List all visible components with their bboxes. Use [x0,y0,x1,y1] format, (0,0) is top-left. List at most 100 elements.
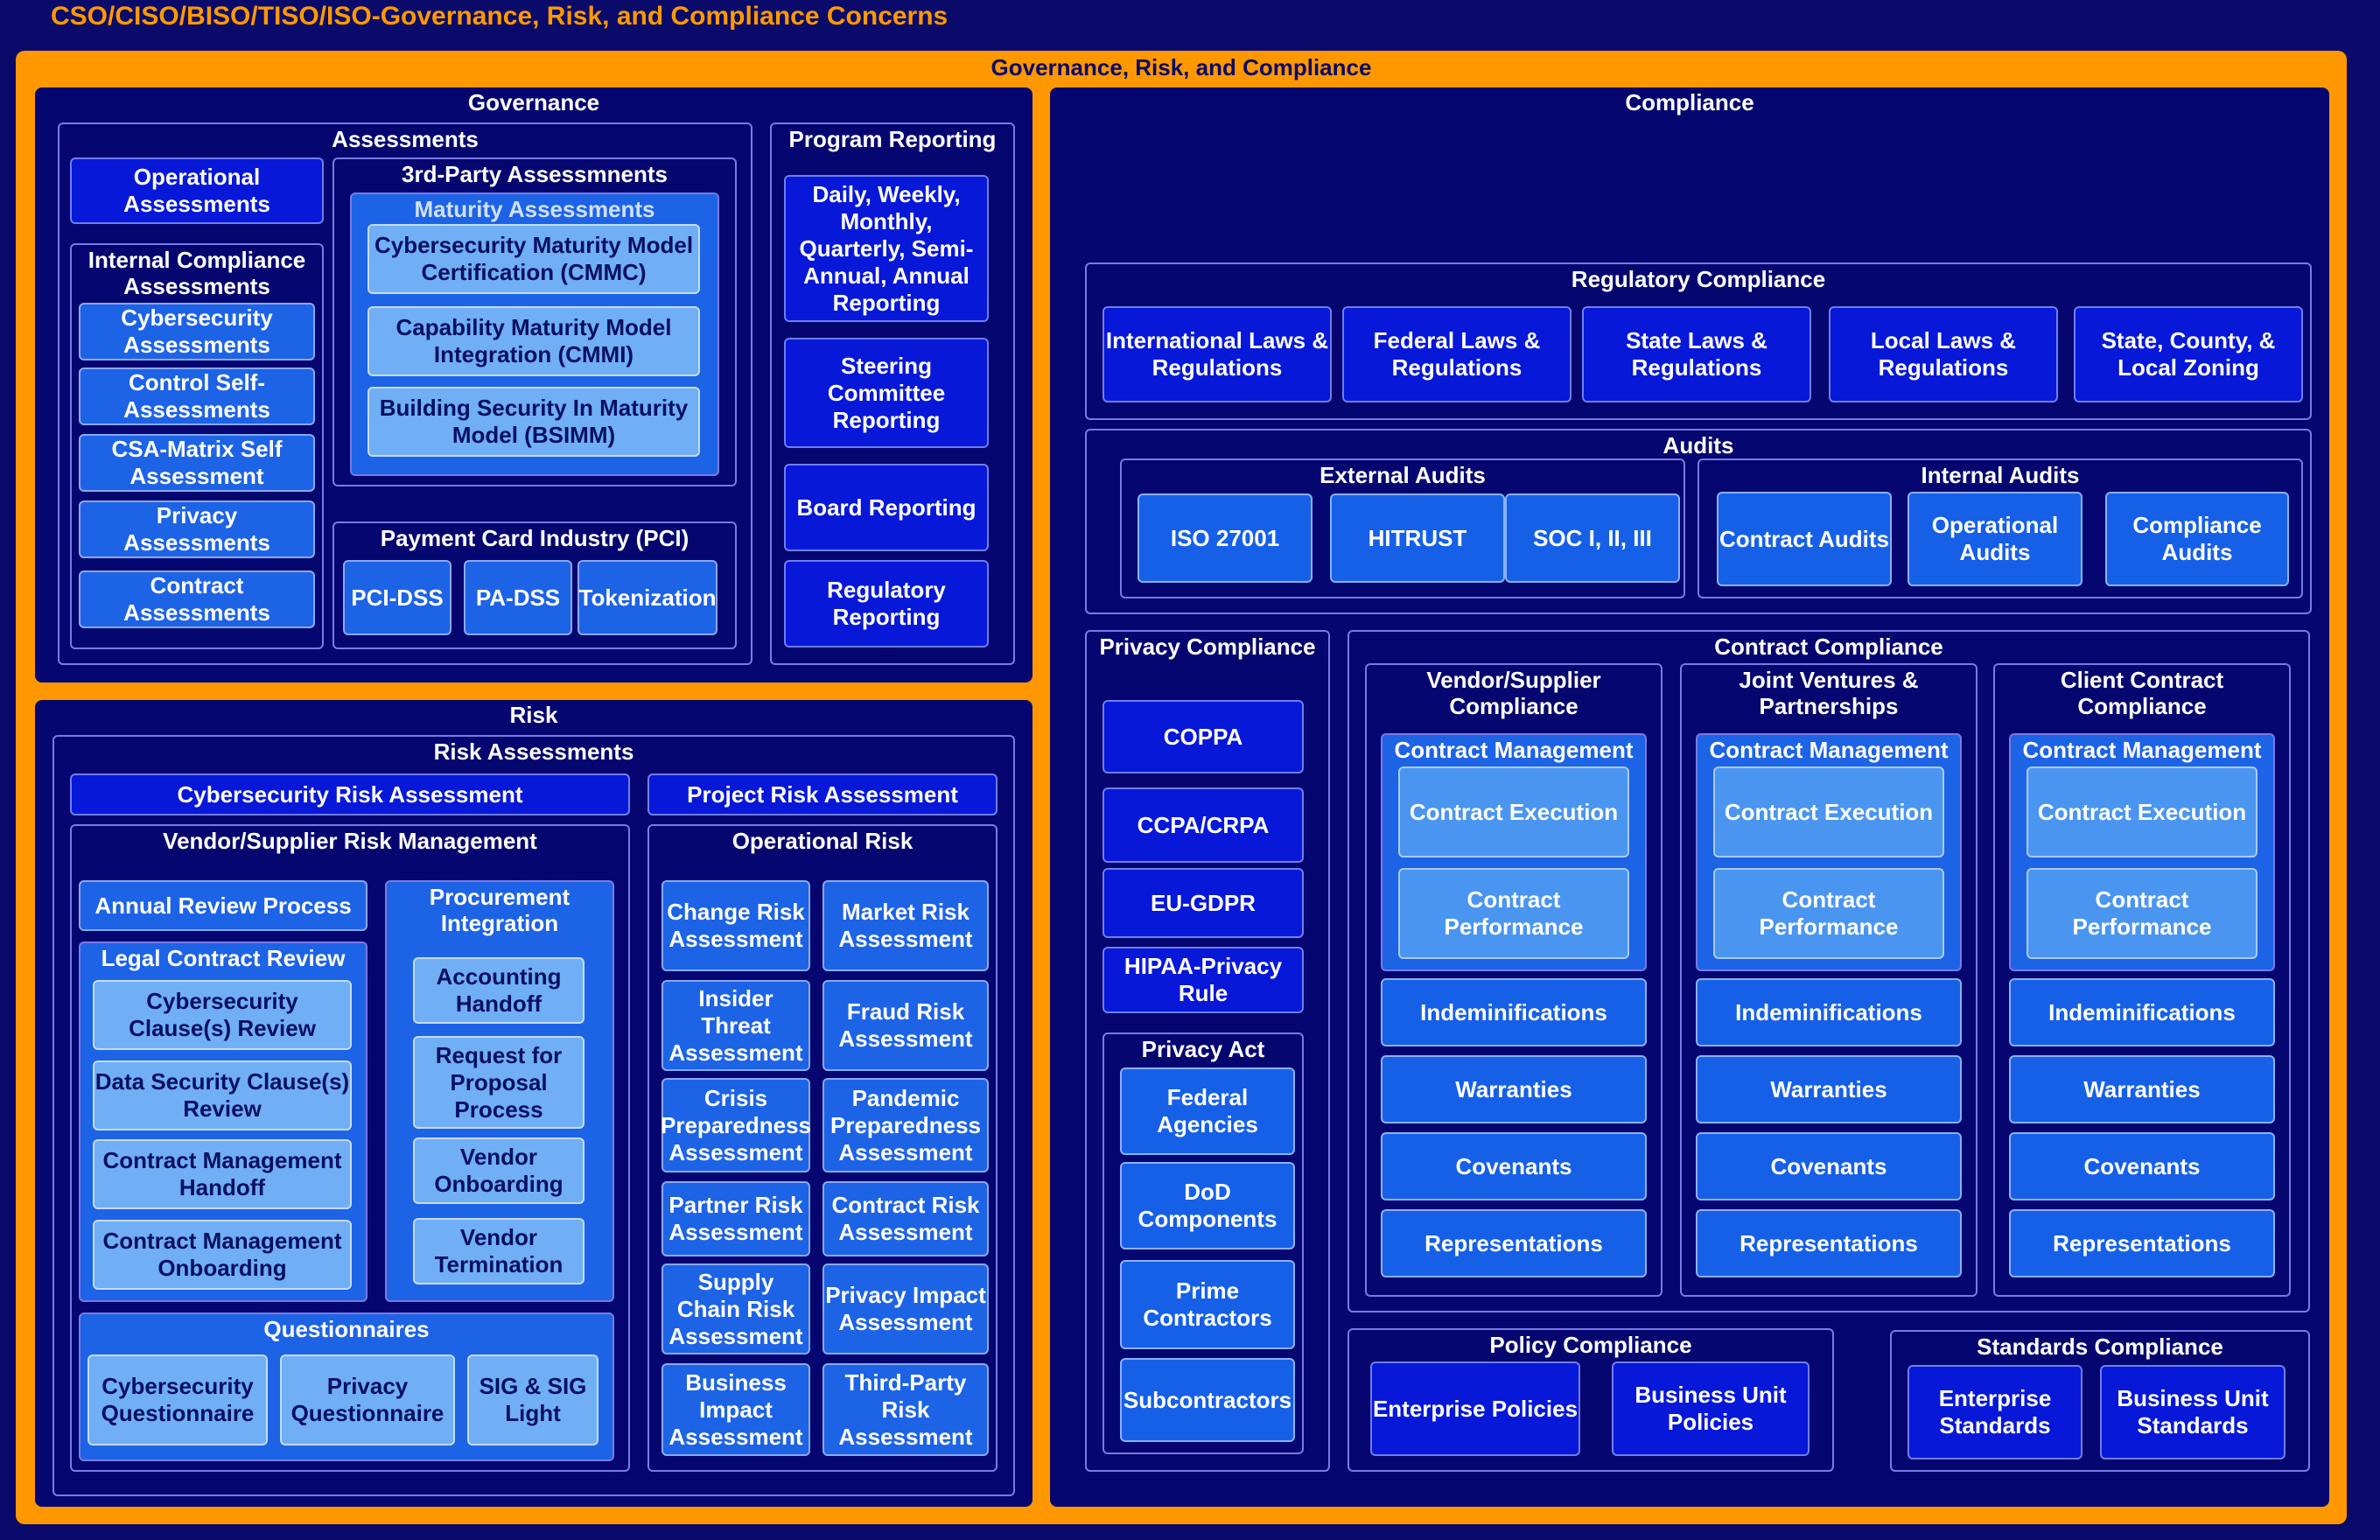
internal-audit-operational-audits[interactable]: Operational Audits [1908,492,2082,586]
external-audit-iso-27001[interactable]: ISO 27001 [1138,494,1312,583]
internal-item-cybersecurity-assessments[interactable]: Cybersecurity Assessments [79,303,315,360]
oprisk-right-contract-risk-assessment[interactable]: Contract Risk Assessment [822,1181,989,1256]
regulatory-federal-laws-regulations[interactable]: Federal Laws & Regulations [1342,306,1572,402]
procurement-item-vendor-termination[interactable]: Vendor Termination [413,1218,584,1284]
internal-audit-contract-audits[interactable]: Contract Audits [1717,492,1892,586]
procurement-item-request-for-proposal-process[interactable]: Request for Proposal Process [413,1036,584,1129]
pci-item-tokenization[interactable]: Tokenization [578,560,718,635]
reporting-item-regulatory-reporting[interactable]: Regulatory Reporting [784,560,989,648]
cyber-risk-assessment[interactable]: Cybersecurity Risk Assessment [70,774,630,816]
internal-item-control-self-assessments[interactable]: Control Self-Assessments [79,368,315,425]
privacy-act-subcontractors[interactable]: Subcontractors [1120,1358,1295,1442]
contract-item-covenants[interactable]: Covenants [2009,1132,2275,1200]
privacy-label: Privacy Compliance [1099,634,1316,660]
program-reporting-label: Program Reporting [788,126,997,152]
risk-assessments-label: Risk Assessments [433,738,634,765]
contract-management-label: Contract Management [1394,737,1634,763]
pci-item-pa-dss[interactable]: PA-DSS [464,560,572,635]
contract-item-warranties[interactable]: Warranties [1696,1055,1962,1124]
oprisk-right-pandemic-preparedness-assessment[interactable]: Pandemic Preparedness Assessment [822,1078,989,1172]
contract-column-label: Vendor/Supplier Compliance [1426,667,1601,719]
external-audit-soc-i-ii-iii[interactable]: SOC I, II, III [1505,494,1680,583]
procurement-item-vendor-onboarding[interactable]: Vendor Onboarding [413,1138,584,1204]
contract-mgmt-contract-performance[interactable]: Contract Performance [1713,868,1944,959]
external-audit-hitrust[interactable]: HITRUST [1330,494,1505,583]
oprisk-left-insider-threat-assessment[interactable]: Insider Threat Assessment [662,980,810,1071]
contract-item-warranties[interactable]: Warranties [2009,1055,2275,1124]
legal-item-data-security-clause-s-review[interactable]: Data Security Clause(s) Review [93,1060,352,1130]
oprisk-left-crisis-preparedness-assessment[interactable]: Crisis Preparedness Assessment [661,1078,811,1172]
contract-mgmt-contract-execution[interactable]: Contract Execution [1713,766,1944,858]
privacy-hipaa-privacy-rule[interactable]: HIPAA-Privacy Rule [1102,947,1304,1013]
reporting-item-board-reporting[interactable]: Board Reporting [784,464,989,551]
privacy-act-label: Privacy Act [1141,1036,1265,1062]
project-risk-assessment[interactable]: Project Risk Assessment [648,774,998,816]
standards-label: Standards Compliance [1977,1334,2223,1360]
regulatory-state-county-local-zoning[interactable]: State, County, & Local Zoning [2074,306,2303,402]
oprisk-left-business-impact-assessment[interactable]: Business Impact Assessment [662,1363,810,1456]
reporting-item-steering-committee-reporting[interactable]: Steering Committee Reporting [784,338,989,448]
oprisk-right-fraud-risk-assessment[interactable]: Fraud Risk Assessment [822,980,989,1071]
maturity-label: Maturity Assessments [414,196,655,222]
procurement-label: Procurement Integration [429,884,570,936]
regulatory-state-laws-regulations[interactable]: State Laws & Regulations [1582,306,1811,402]
contract-item-covenants[interactable]: Covenants [1381,1132,1647,1200]
internal-item-contract-assessments[interactable]: Contract Assessments [79,570,315,628]
privacy-act-federal-agencies[interactable]: Federal Agencies [1120,1068,1295,1155]
contract-mgmt-contract-performance[interactable]: Contract Performance [2026,868,2258,959]
operational-assessments[interactable]: Operational Assessments [70,158,324,224]
pci-item-pci-dss[interactable]: PCI-DSS [343,560,452,635]
internal-audit-compliance-audits[interactable]: Compliance Audits [2105,492,2289,586]
annual-review-process[interactable]: Annual Review Process [79,880,368,931]
contract-item-representations[interactable]: Representations [2009,1209,2275,1278]
questionnaire-privacy-questionnaire[interactable]: Privacy Questionnaire [280,1354,455,1446]
reporting-item-daily-weekly-monthly-quarterly-semi-annual-annual-reporting[interactable]: Daily, Weekly, Monthly, Quarterly, Semi-… [784,175,989,322]
contract-item-warranties[interactable]: Warranties [1381,1055,1647,1124]
policy-enterprise-policies[interactable]: Enterprise Policies [1370,1362,1580,1456]
privacy-eu-gdpr[interactable]: EU-GDPR [1102,868,1304,938]
grc-label: Governance, Risk, and Compliance [990,54,1372,80]
maturity-item-cybersecurity-maturity-model-certification-cmmc[interactable]: Cybersecurity Maturity Model Certificati… [368,224,700,294]
privacy-ccpa-crpa[interactable]: CCPA/CRPA [1102,788,1304,863]
maturity-item-building-security-in-maturity-model-bsimm[interactable]: Building Security In Maturity Model (BSI… [368,387,700,457]
oprisk-right-market-risk-assessment[interactable]: Market Risk Assessment [822,880,989,971]
privacy-act-dod-components[interactable]: DoD Components [1120,1162,1295,1250]
contract-mgmt-contract-execution[interactable]: Contract Execution [2026,766,2258,858]
oprisk-right-third-party-risk-assessment[interactable]: Third-Party Risk Assessment [822,1363,989,1456]
contract-management-label: Contract Management [2022,737,2262,763]
oprisk-left-supply-chain-risk-assessment[interactable]: Supply Chain Risk Assessment [662,1264,810,1354]
contract-item-indeminifications[interactable]: Indeminifications [1381,978,1647,1046]
contract-item-representations[interactable]: Representations [1696,1209,1962,1278]
external-audits-label: External Audits [1320,462,1486,488]
legal-item-contract-management-handoff[interactable]: Contract Management Handoff [93,1139,352,1209]
privacy-coppa[interactable]: COPPA [1102,700,1304,774]
policy-business-unit-policies[interactable]: Business Unit Policies [1612,1362,1810,1456]
legal-item-cybersecurity-clause-s-review[interactable]: Cybersecurity Clause(s) Review [93,980,352,1050]
maturity-item-capability-maturity-model-integration-cmmi[interactable]: Capability Maturity Model Integration (C… [368,306,700,376]
oprisk-right-privacy-impact-assessment[interactable]: Privacy Impact Assessment [822,1264,989,1354]
questionnaire-sig-sig-light[interactable]: SIG & SIG Light [467,1354,598,1446]
vendor-risk-label: Vendor/Supplier Risk Management [163,828,537,854]
contract-management-label: Contract Management [1709,737,1949,763]
internal-item-privacy-assessments[interactable]: Privacy Assessments [79,500,315,558]
compliance-label: Compliance [1625,89,1754,116]
contract-item-indeminifications[interactable]: Indeminifications [1696,978,1962,1046]
regulatory-international-laws-regulations[interactable]: International Laws & Regulations [1102,306,1332,402]
contract-item-representations[interactable]: Representations [1381,1209,1647,1278]
internal-item-csa-matrix-self-assessment[interactable]: CSA-Matrix Self Assessment [79,434,315,492]
standard-business-unit-standards[interactable]: Business Unit Standards [2100,1365,2286,1460]
contract-item-indeminifications[interactable]: Indeminifications [2009,978,2275,1046]
legal-item-contract-management-onboarding[interactable]: Contract Management Onboarding [93,1220,352,1290]
contract-mgmt-contract-performance[interactable]: Contract Performance [1398,868,1629,959]
contract-item-covenants[interactable]: Covenants [1696,1132,1962,1200]
regulatory-local-laws-regulations[interactable]: Local Laws & Regulations [1829,306,2058,402]
procurement-item-accounting-handoff[interactable]: Accounting Handoff [413,957,584,1024]
questionnaire-cybersecurity-questionnaire[interactable]: Cybersecurity Questionnaire [88,1354,268,1446]
privacy-act-prime-contractors[interactable]: Prime Contractors [1120,1260,1295,1349]
oprisk-left-partner-risk-assessment[interactable]: Partner Risk Assessment [662,1181,810,1256]
oprisk-left-change-risk-assessment[interactable]: Change Risk Assessment [662,880,810,971]
contract-compliance-label: Contract Compliance [1714,634,1943,660]
standard-enterprise-standards[interactable]: Enterprise Standards [1908,1365,2082,1460]
contract-mgmt-contract-execution[interactable]: Contract Execution [1398,766,1629,858]
risk-label: Risk [509,702,558,728]
